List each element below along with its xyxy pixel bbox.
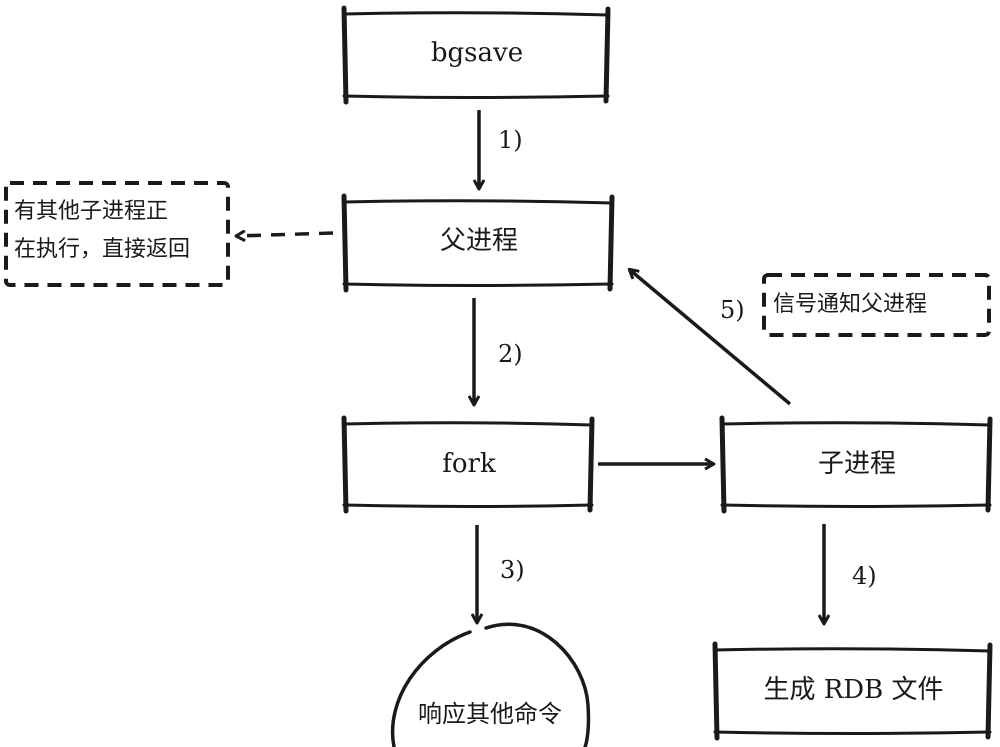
step-5-label: 5) [720, 296, 745, 324]
step-1-label: 1) [498, 126, 523, 154]
arrow-child-to-parent [630, 270, 792, 406]
parent-process-box [341, 193, 615, 293]
child-process-box [719, 415, 993, 514]
other-child-note-line1: 有其他子进程正 [14, 199, 169, 224]
step-4-label: 4) [852, 562, 877, 590]
generate-rdb-box [712, 641, 993, 741]
signal-note: 信号通知父进程 [773, 292, 928, 317]
other-child-note: 有其他子进程正 在执行，直接返回 [14, 193, 224, 269]
respond-circle [390, 622, 591, 747]
parent-process-label: 父进程 [439, 226, 518, 256]
generate-rdb-label: 生成 RDB 文件 [763, 675, 944, 705]
fork-label: fork [442, 449, 496, 479]
other-child-note-box [4, 181, 230, 287]
bgsave-box [341, 5, 611, 105]
step-2-label: 2) [498, 340, 523, 368]
arrow-parent-to-note [237, 233, 334, 236]
fork-box [341, 415, 595, 514]
signal-note-box [762, 273, 991, 337]
bgsave-label: bgsave [430, 38, 524, 68]
other-child-note-line2: 在执行，直接返回 [14, 237, 191, 262]
step-3-label: 3) [500, 556, 525, 584]
respond-label: 响应其他命令 [418, 700, 562, 728]
child-process-label: 子进程 [817, 449, 896, 479]
